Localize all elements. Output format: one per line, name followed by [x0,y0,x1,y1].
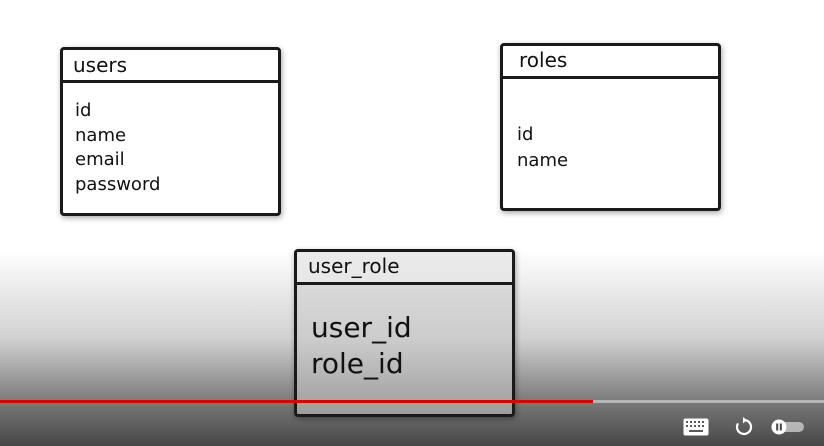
user-role-table-title: user_role [297,252,512,285]
users-table-title: users [63,50,278,83]
users-table: users id name email password [60,47,281,216]
user-role-table-fields: user_id role_id [311,310,412,382]
users-table-fields: id name email password [75,99,160,197]
progress-played [0,400,594,403]
keyboard-button[interactable] [682,414,710,440]
replay-icon [735,417,753,436]
users-field-password: password [75,173,161,195]
users-field-name: name [75,124,127,146]
user-role-field-user-id: user_id [311,311,412,344]
user-role-table: user_role user_id role_id [294,249,515,417]
user-role-field-role-id: role_id [311,347,404,380]
roles-field-name: name [517,150,569,171]
progress-bar[interactable] [0,400,824,403]
roles-table-fields: id name [517,122,568,174]
roles-table-title: roles [503,46,718,79]
keyboard-icon [683,418,709,436]
autoplay-toggle[interactable] [770,414,806,440]
roles-table: roles id name [500,43,721,211]
users-field-id: id [75,100,92,121]
replay-button[interactable] [730,414,758,440]
autoplay-toggle-icon [771,419,804,435]
player-controls [0,406,824,446]
users-field-email: email [75,149,125,170]
roles-field-id: id [517,124,534,145]
